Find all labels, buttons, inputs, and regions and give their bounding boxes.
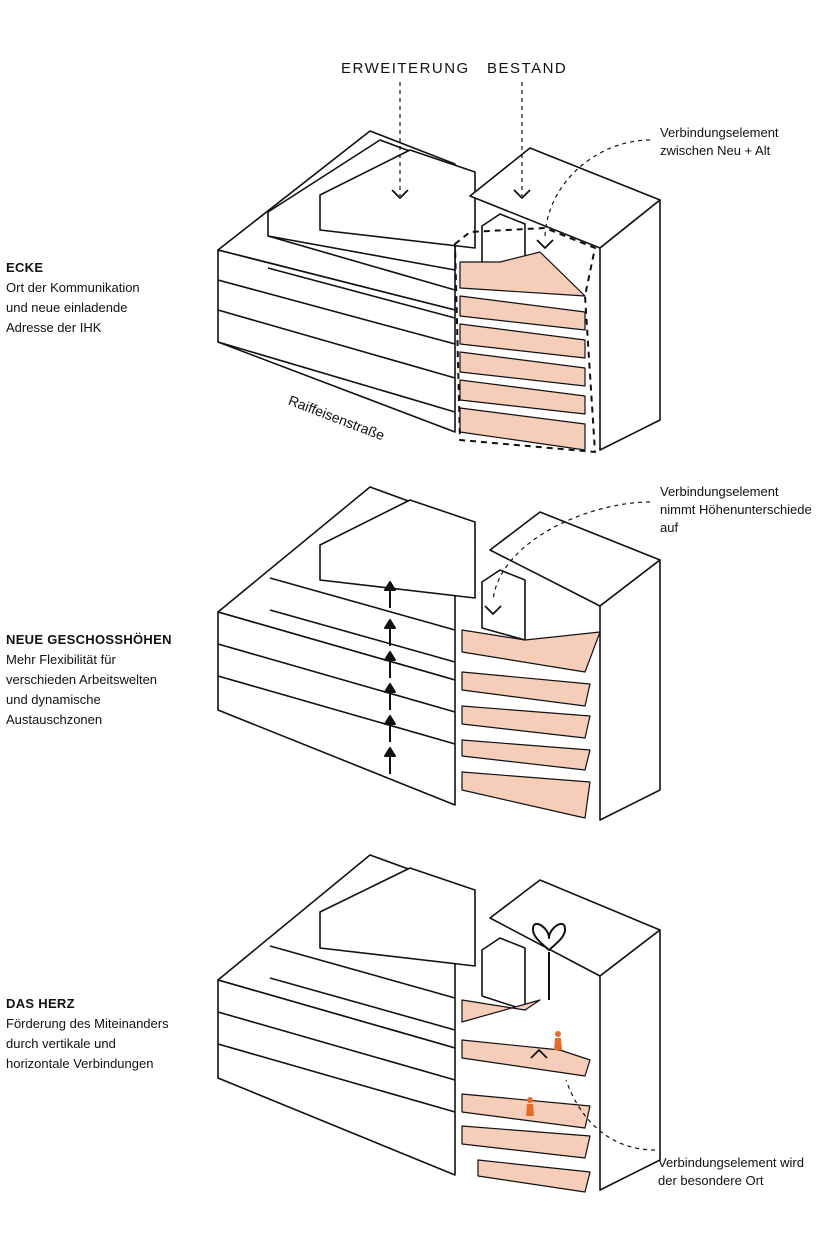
floor-line [217,1011,456,1081]
floor-line [269,977,456,1031]
floor-line [217,279,456,345]
floor-plate [461,629,601,673]
section-line: Austauschzonen [6,712,103,727]
floor-line [269,577,456,631]
section-line: Ort der Kommunikation [6,280,140,295]
arrow-up-icon [384,747,396,757]
section-title: ECKE [6,260,44,275]
note-line: der besondere Ort [658,1173,764,1188]
core-tower [481,937,526,1011]
floor-line [267,267,456,319]
heart-icon [531,922,567,951]
section-title: DAS HERZ [6,996,75,1011]
floor-plate [477,1159,591,1193]
note-line: Verbindungselement wird [658,1155,804,1170]
floor-line [267,235,456,291]
floor-plate [461,739,591,771]
extension-block [319,867,476,967]
floor-plate [461,771,591,819]
note-line: zwischen Neu + Alt [660,143,771,158]
section-line: und neue einladende [6,300,128,315]
floor-plate [461,999,541,1023]
chevron-down-icon [513,189,531,199]
floor-line [269,609,456,663]
note-line: auf [660,520,679,535]
floor-plate [461,1125,591,1159]
extension-block [319,149,476,249]
note-connection-2: Verbindungselement nimmt Höhenunterschie… [660,483,812,537]
note-line: Verbindungselement [660,125,779,140]
section-line: und dynamische [6,692,101,707]
person-icon [554,1038,562,1050]
label-erweiterung: ERWEITERUNG [341,60,470,77]
floor-line [269,945,456,999]
dashed-curve [565,1079,656,1151]
floor-plate [459,295,586,331]
section-herz: DAS HERZ Förderung des Miteinanders durc… [6,994,169,1074]
floor-plate [459,323,586,359]
note-connection-3: Verbindungselement wird der besondere Or… [658,1154,804,1190]
section-line: verschieden Arbeitswelten [6,672,158,687]
floor-line [217,675,456,745]
section-line: Mehr Flexibilität für [6,652,116,667]
section-line: horizontale Verbindungen [6,1056,154,1071]
arrow-up-icon [384,651,396,661]
chevron-down-icon [391,189,409,199]
dashed-curve [492,501,651,601]
diagram-ecke [217,82,661,453]
section-line: Adresse der IHK [6,320,102,335]
person-icon [527,1097,533,1103]
section-title: NEUE GESCHOSSHÖHEN [6,632,172,647]
floor-plate [459,251,586,297]
arrow-up-icon [384,619,396,629]
connection-outline [454,227,596,453]
floor-plate [461,671,591,707]
arrow-up-icon [384,581,396,591]
floor-line [217,341,456,413]
diagram-herz [217,854,661,1193]
floor-line [217,1043,456,1113]
extension-block [319,499,476,599]
section-line: durch vertikale und [6,1036,116,1051]
floor-plate [461,1039,591,1077]
floor-plate [461,705,591,739]
section-geschosshoehen: NEUE GESCHOSSHÖHEN Mehr Flexibilität für… [6,630,172,730]
diagram-geschosshoehen [217,486,661,821]
floor-plate [461,1093,591,1129]
arrow-up-icon [384,683,396,693]
person-icon [526,1104,534,1116]
floor-line [217,643,456,713]
dashed-curve [544,139,651,237]
section-line: Förderung des Miteinanders [6,1016,169,1031]
note-line: Verbindungselement [660,484,779,499]
existing-block [599,559,661,821]
floor-plate [459,379,586,415]
note-connection-1: Verbindungselement zwischen Neu + Alt [660,124,779,160]
core-tower [481,569,526,641]
person-icon [555,1031,561,1037]
arrow-up-icon [384,715,396,725]
existing-block [599,929,661,1191]
chevron-down-icon [484,605,502,615]
chevron-up-icon [530,1049,548,1059]
floor-line [217,309,456,379]
section-ecke: ECKE Ort der Kommunikation und neue einl… [6,258,140,338]
floor-plate [459,407,586,451]
floor-plate [459,351,586,387]
note-line: nimmt Höhenunterschiede [660,502,812,517]
existing-block [599,199,661,451]
label-bestand: BESTAND [487,60,568,77]
chevron-down-icon [536,239,554,249]
